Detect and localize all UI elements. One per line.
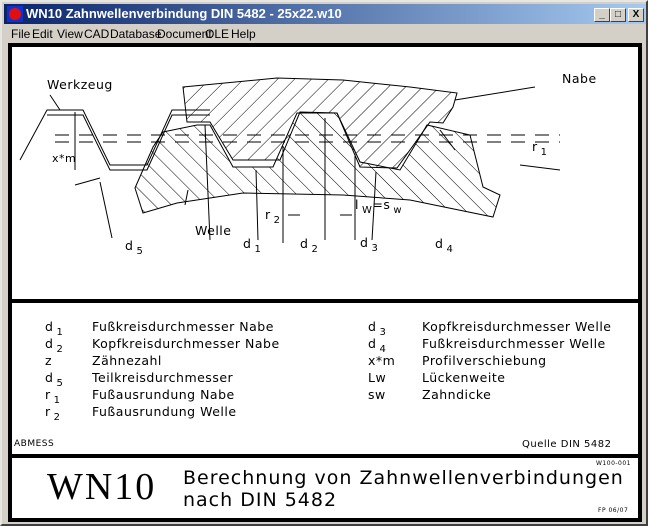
hub-section [182, 77, 458, 169]
menu-cad[interactable]: CAD [84, 27, 110, 41]
maximize-button[interactable]: □ [610, 8, 626, 22]
menu-help[interactable]: Help [231, 27, 256, 41]
divider [12, 454, 638, 458]
title-bar: WN10 Zahnwellenverbindung DIN 5482 - 25x… [4, 4, 646, 24]
close-button[interactable]: X [628, 8, 644, 22]
menu-database[interactable]: Database [110, 27, 162, 41]
minimize-button[interactable]: _ [594, 8, 610, 22]
legend-desc: Kopfkreisdurchmesser Nabe [92, 336, 280, 351]
legend-desc: Fußausrundung Welle [92, 404, 237, 419]
legend-desc: Teilkreisdurchmesser [92, 370, 234, 385]
legend-desc: Zahndicke [422, 387, 492, 402]
legend-desc: Profilverschiebung [422, 353, 547, 368]
titleblock-line2: nach DIN 5482 [183, 489, 338, 511]
titleblock-line1: Berechnung von Zahnwellenverbindungen [183, 467, 624, 489]
label-nabe: Nabe [562, 71, 597, 86]
legend-desc: Fußkreisdurchmesser Nabe [92, 319, 274, 334]
legend-desc: Lückenweite [422, 370, 506, 385]
legend-desc: Fußkreisdurchmesser Welle [422, 336, 606, 351]
menu-view[interactable]: View [57, 27, 83, 41]
footer-left: ABMESS [14, 439, 55, 449]
app-icon [7, 6, 23, 22]
drawing-code: W100-001 [596, 460, 632, 467]
legend-desc: Zähnezahl [92, 353, 162, 368]
drawing-date: FP 06/07 [598, 507, 629, 514]
menu-document[interactable]: Document [157, 27, 212, 41]
menu-ole[interactable]: OLE [205, 27, 230, 41]
legend-desc: Fußausrundung Nabe [92, 387, 235, 402]
window-title: WN10 Zahnwellenverbindung DIN 5482 - 25x… [26, 6, 342, 21]
logo-wn10: WN10 [47, 466, 157, 508]
tool-profile [19, 109, 210, 166]
label-xm: x*m [52, 152, 77, 165]
divider [12, 299, 638, 303]
menu-file[interactable]: File [11, 27, 31, 41]
footer-right: Quelle DIN 5482 [522, 439, 612, 450]
label-werkzeug: Werkzeug [47, 77, 113, 92]
legend-desc: Kopfkreisdurchmesser Welle [422, 319, 612, 334]
spline-diagram [19, 77, 561, 243]
shaft-section [134, 112, 501, 218]
label-welle: Welle [195, 223, 232, 238]
menu-edit[interactable]: Edit [32, 27, 53, 41]
